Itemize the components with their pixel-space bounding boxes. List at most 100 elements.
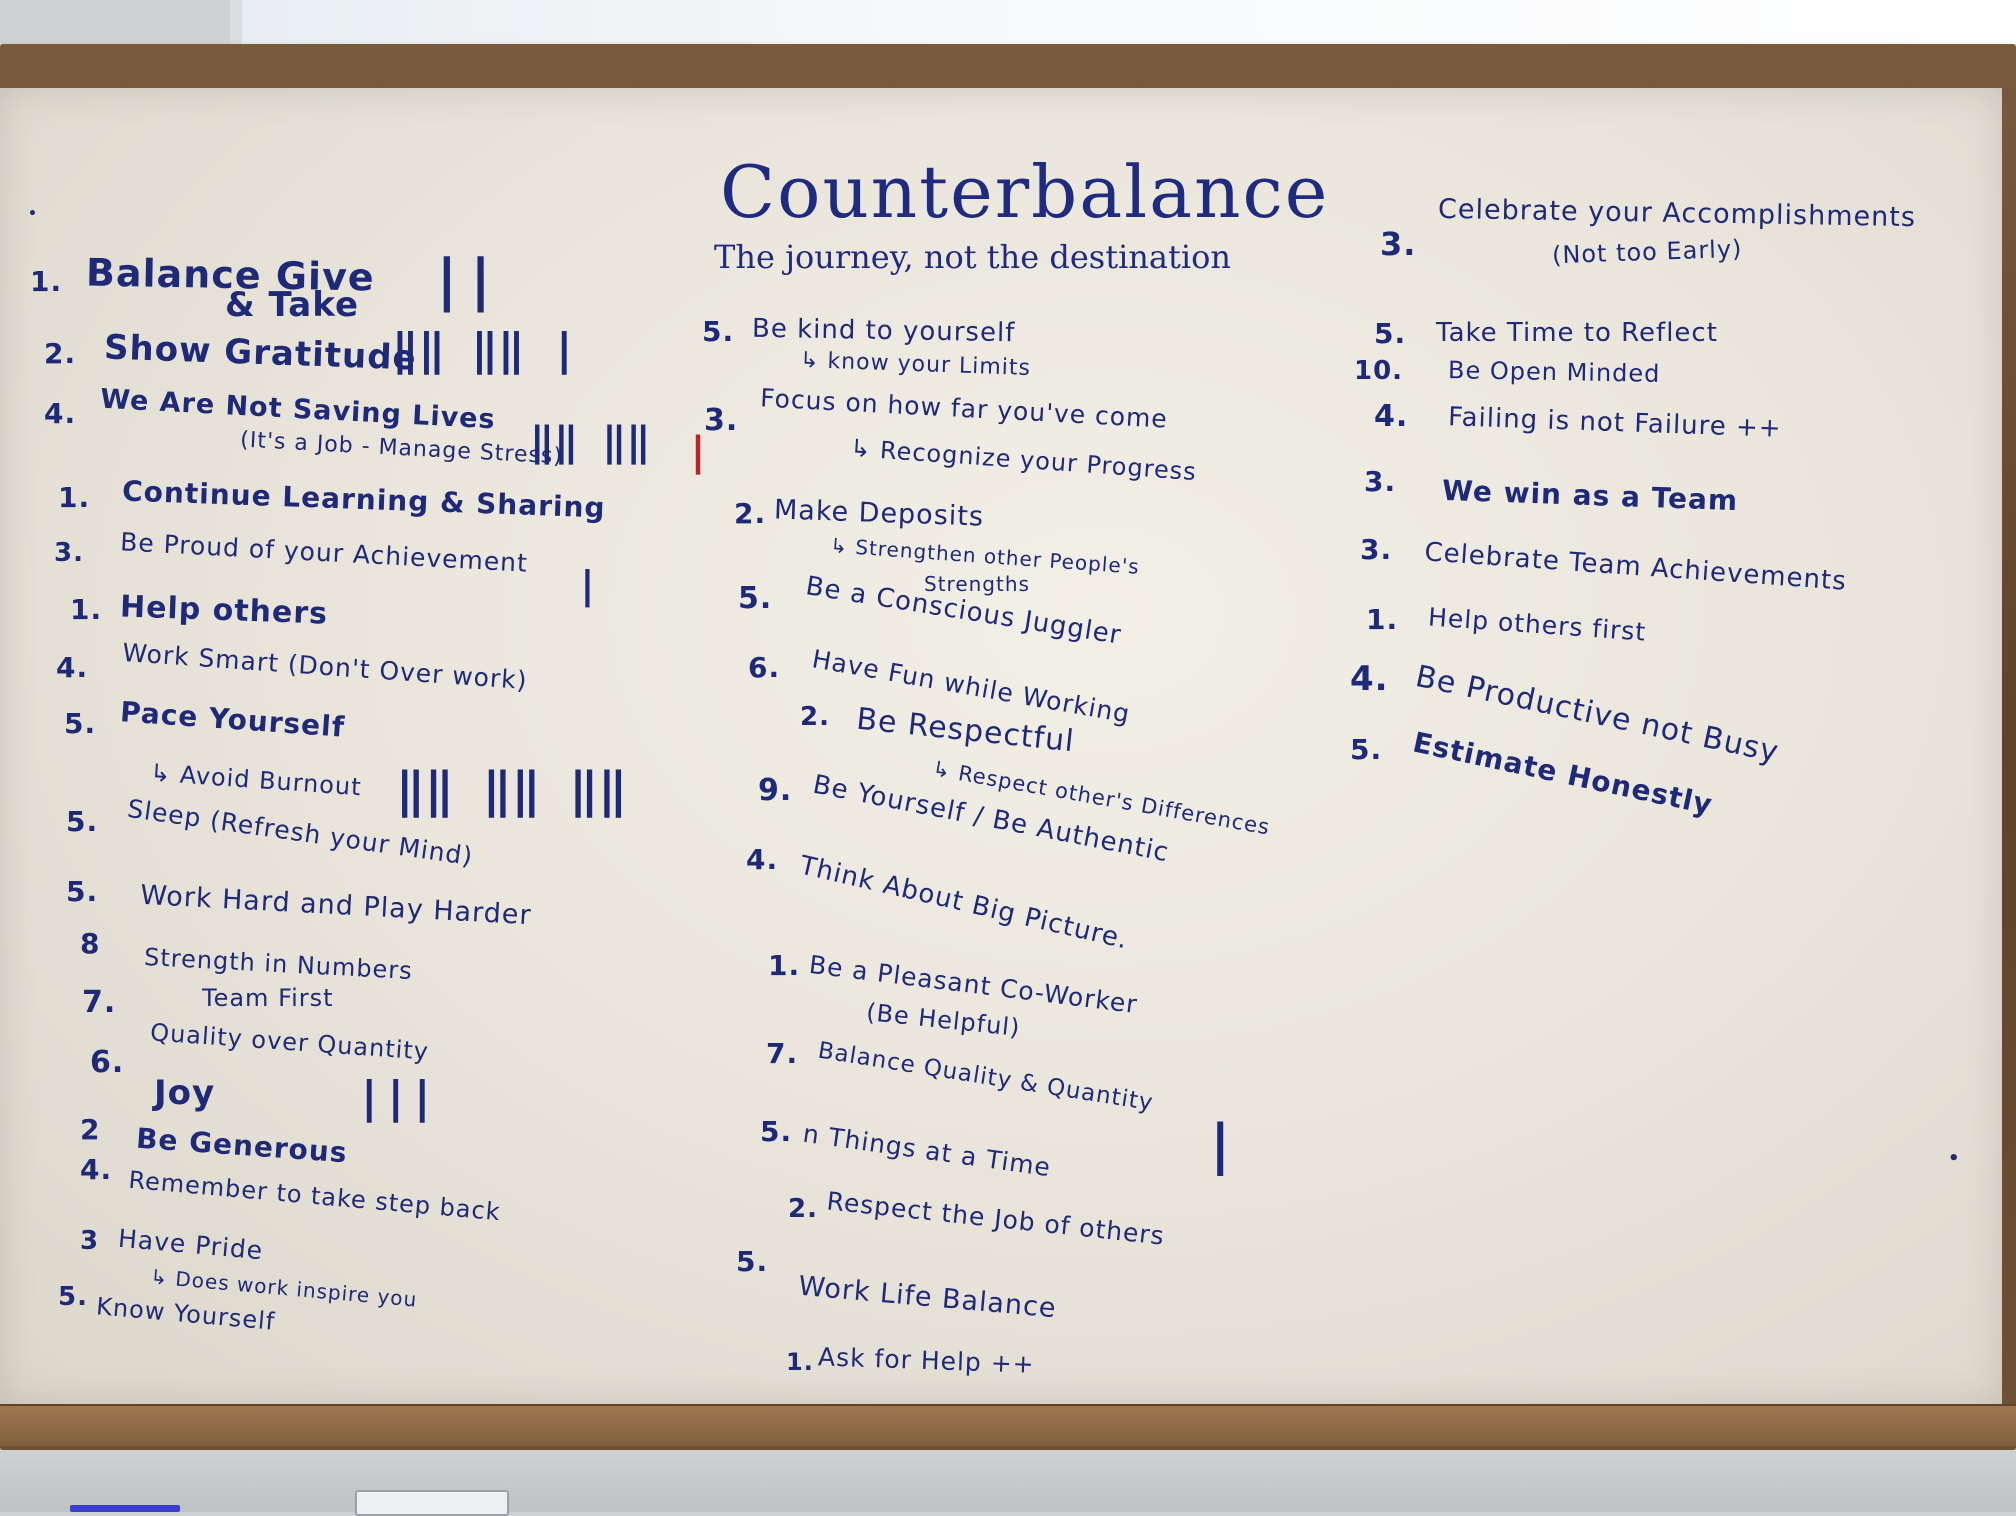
mid-item-6: Strengths	[924, 572, 1030, 596]
left-tally-10: ‖‖ ‖‖ ‖‖	[396, 762, 628, 818]
mid-num-0: 5.	[702, 315, 735, 348]
left-item-22: Know Yourself	[95, 1292, 277, 1336]
mid-num-17: 2.	[788, 1194, 818, 1224]
right-item-4: Failing is not Failure ++	[1447, 402, 1783, 444]
left-item-1: & Take	[225, 285, 359, 325]
left-num-7: 1.	[70, 593, 103, 626]
right-num-0: 3.	[1380, 225, 1417, 263]
right-item-7: Help others first	[1427, 602, 1648, 647]
board-title: Counterbalance	[720, 150, 1330, 234]
mid-tally-15: |	[1204, 1113, 1237, 1176]
mid-num-7: 5.	[738, 581, 773, 616]
left-num-8: 4.	[56, 651, 89, 684]
right-num-6: 3.	[1360, 533, 1393, 566]
right-item-3: Be Open Minded	[1447, 356, 1661, 388]
marker-dot-2: •	[28, 206, 37, 222]
mid-num-11: 9.	[758, 773, 793, 808]
mid-item-13: Be a Pleasant Co-Worker	[807, 949, 1140, 1020]
mid-num-12: 4.	[746, 843, 779, 876]
right-item-0: Celebrate your Accomplishments	[1437, 193, 1917, 234]
left-item-5: Continue Learning & Sharing	[121, 474, 607, 525]
mid-num-13: 1.	[768, 949, 801, 982]
mid-item-1: ↳ know your Limits	[799, 347, 1032, 382]
window-background	[230, 0, 2016, 48]
right-item-5: We win as a Team	[1441, 473, 1739, 518]
mid-item-2: Focus on how far you've come	[759, 383, 1169, 434]
mid-item-15: Balance Quality & Quantity	[816, 1037, 1156, 1117]
mid-item-20: Ask for Help ++	[817, 1342, 1036, 1379]
left-num-19: 4.	[80, 1153, 113, 1186]
right-item-1: (Not too Early)	[1551, 234, 1743, 270]
marker-tray	[0, 1404, 2016, 1446]
mid-item-14: (Be Helpful)	[864, 997, 1022, 1043]
left-item-19: Remember to take step back	[127, 1165, 502, 1227]
mid-item-16: n Things at a Time	[801, 1118, 1053, 1183]
right-num-5: 3.	[1364, 465, 1397, 498]
left-item-20: Have Pride	[117, 1223, 265, 1266]
left-num-18: 2	[80, 1113, 101, 1146]
left-num-2: 2.	[44, 337, 77, 370]
left-tally-1: ||	[430, 248, 498, 313]
left-num-5: 1.	[58, 481, 91, 514]
whiteboard: Counterbalance The journey, not the dest…	[0, 88, 2002, 1404]
mid-item-19: Work Life Balance	[797, 1270, 1058, 1325]
right-item-2: Take Time to Reflect	[1436, 318, 1718, 348]
marker-dot: •	[1948, 1148, 1960, 1169]
mid-item-3: ↳ Recognize your Progress	[849, 433, 1198, 487]
left-num-11: 5.	[66, 805, 99, 838]
right-num-7: 1.	[1366, 603, 1399, 636]
left-item-6: Be Proud of your Achievement	[119, 527, 529, 578]
left-tally-6: |	[576, 563, 599, 607]
mid-num-2: 3.	[704, 403, 739, 438]
left-num-12: 5.	[66, 875, 99, 908]
mid-num-15: 7.	[766, 1037, 799, 1070]
left-num-16: 6.	[90, 1045, 125, 1080]
left-item-18: Be Generous	[135, 1121, 349, 1170]
left-num-6: 3.	[54, 538, 84, 568]
left-item-9: Pace Yourself	[119, 695, 347, 744]
mid-num-18: 5.	[736, 1245, 769, 1278]
left-num-15: 7.	[82, 985, 117, 1020]
left-item-4: (It's a Job - Manage Stress)	[239, 427, 564, 470]
left-num-0: 1.	[30, 265, 63, 298]
left-item-16: Quality over Quantity	[149, 1018, 430, 1066]
mid-item-4: Make Deposits	[773, 494, 985, 533]
mid-item-17: Respect the Job of others	[825, 1186, 1167, 1251]
left-item-8: Work Smart (Don't Over work)	[121, 637, 529, 696]
left-num-20: 3	[80, 1226, 100, 1256]
board-subtitle: The journey, not the destination	[714, 238, 1231, 276]
left-item-10: ↳ Avoid Burnout	[149, 758, 363, 802]
left-item-14: Team First	[202, 984, 334, 1012]
floor-object-blue	[70, 1505, 180, 1512]
left-item-3: We Are Not Saving Lives	[99, 383, 497, 436]
right-num-3: 10.	[1354, 356, 1404, 386]
mid-num-9: 2.	[800, 702, 830, 732]
left-item-12: Work Hard and Play Harder	[139, 879, 533, 932]
left-num-13: 8	[80, 927, 101, 960]
left-tally-red-4: |	[686, 429, 711, 475]
left-num-3: 4.	[44, 397, 77, 430]
left-item-13: Strength in Numbers	[143, 942, 414, 986]
floor-object	[355, 1490, 509, 1516]
left-item-17: Joy	[154, 1073, 216, 1113]
left-tally-17: |||	[356, 1072, 436, 1123]
mid-item-5: ↳ Strengthen other People's	[829, 533, 1141, 579]
right-num-4: 4.	[1374, 399, 1409, 434]
left-item-2: Show Gratitude	[103, 327, 418, 379]
right-num-2: 5.	[1374, 317, 1407, 350]
left-num-9: 5.	[64, 707, 97, 740]
mid-item-0: Be kind to yourself	[751, 313, 1016, 349]
left-item-7: Help others	[119, 589, 329, 632]
mid-item-12: Think About Big Picture.	[796, 850, 1132, 956]
mid-num-4: 2.	[734, 497, 767, 530]
mid-num-8: 6.	[748, 651, 781, 684]
mid-num-16: 5.	[760, 1115, 793, 1148]
left-tally-2: ‖‖ ‖‖ |	[392, 324, 578, 375]
left-num-22: 5.	[58, 1282, 88, 1312]
left-tally-3: ‖‖ ‖‖	[530, 419, 651, 465]
right-item-6: Celebrate Team Achievements	[1423, 537, 1848, 597]
right-num-9: 5.	[1350, 733, 1383, 766]
right-num-8: 4.	[1350, 659, 1389, 699]
floor-area	[0, 1450, 2016, 1512]
mid-num-20: 1.	[786, 1348, 814, 1376]
